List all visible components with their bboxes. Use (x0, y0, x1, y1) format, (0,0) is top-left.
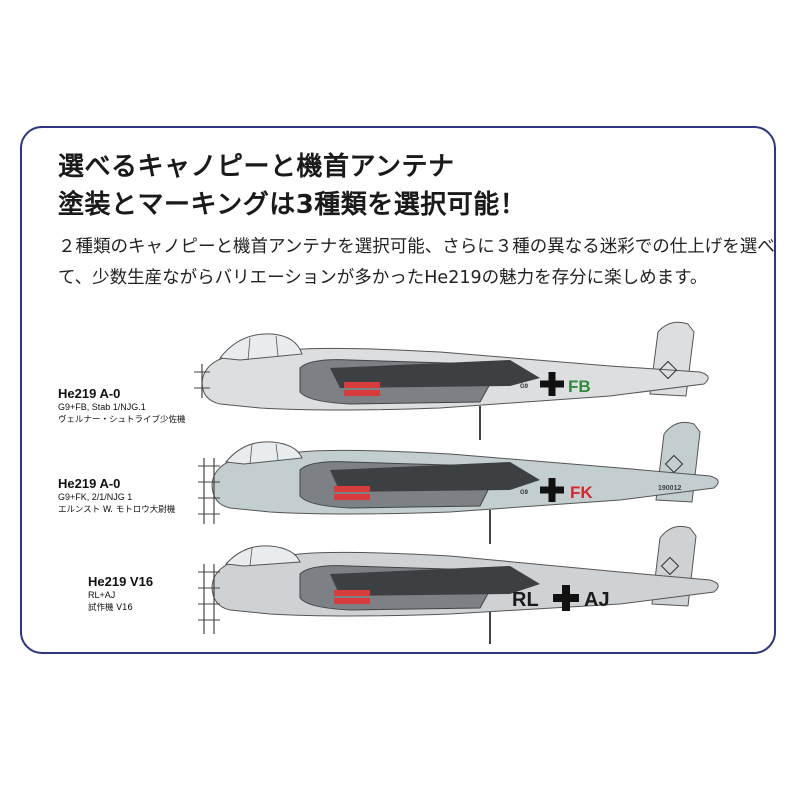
variant-pilot: ヴェルナー・シュトライブ少佐機 (58, 415, 186, 425)
aircraft-body (194, 321, 709, 440)
variant-pilot: エルンスト W. モトロウ大尉機 (58, 505, 176, 515)
variant-model: He219 A-0 (58, 476, 121, 491)
aircraft-illustration-3: RL AJ (198, 525, 719, 644)
variant-pilot: 試作機 V16 (88, 603, 133, 613)
marking-left: RL (512, 589, 539, 611)
balkenkreuz-icon (553, 585, 579, 611)
balkenkreuz-icon (540, 372, 564, 396)
marking-right: AJ (584, 589, 610, 611)
balkenkreuz-icon (540, 478, 564, 502)
variant-model: He219 A-0 (58, 386, 121, 401)
aircraft-body (198, 421, 719, 544)
variant-code: G9+FB, Stab 1/NJG.1 (58, 402, 146, 412)
aircraft-body (198, 525, 719, 644)
marking-left: G9 (520, 490, 529, 496)
variant-model: He219 V16 (88, 574, 154, 589)
aircraft-illustration-1: G9 FB (194, 321, 709, 440)
marking-right: FB (568, 377, 591, 396)
variant-caption-1: He219 A-0 G9+FB, Stab 1/NJG.1 ヴェルナー・シュトラ… (58, 386, 186, 427)
variant-caption-2: He219 A-0 G9+FK, 2/1/NJG 1 エルンスト W. モトロウ… (58, 476, 175, 517)
serial-number: 190012 (658, 485, 681, 492)
headline-line-2: 塗装とマーキングは3種類を選択可能！ (58, 190, 527, 220)
variant-code: G9+FK, 2/1/NJG 1 (58, 492, 133, 502)
marking-left: G9 (520, 384, 529, 390)
description-text: ２種類のキャノピーと機首アンテナを選択可能、さらに３種の異なる迷彩での仕上げを選… (58, 237, 775, 288)
aircraft-illustration-2: G9 FK 190012 (198, 421, 719, 544)
variant-caption-3: He219 V16 RL+AJ 試作機 V16 (88, 574, 153, 615)
headline-line-1: 選べるキャノピーと機首アンテナ (58, 152, 455, 182)
marking-right: FK (570, 483, 593, 502)
variant-code: RL+AJ (88, 590, 116, 600)
